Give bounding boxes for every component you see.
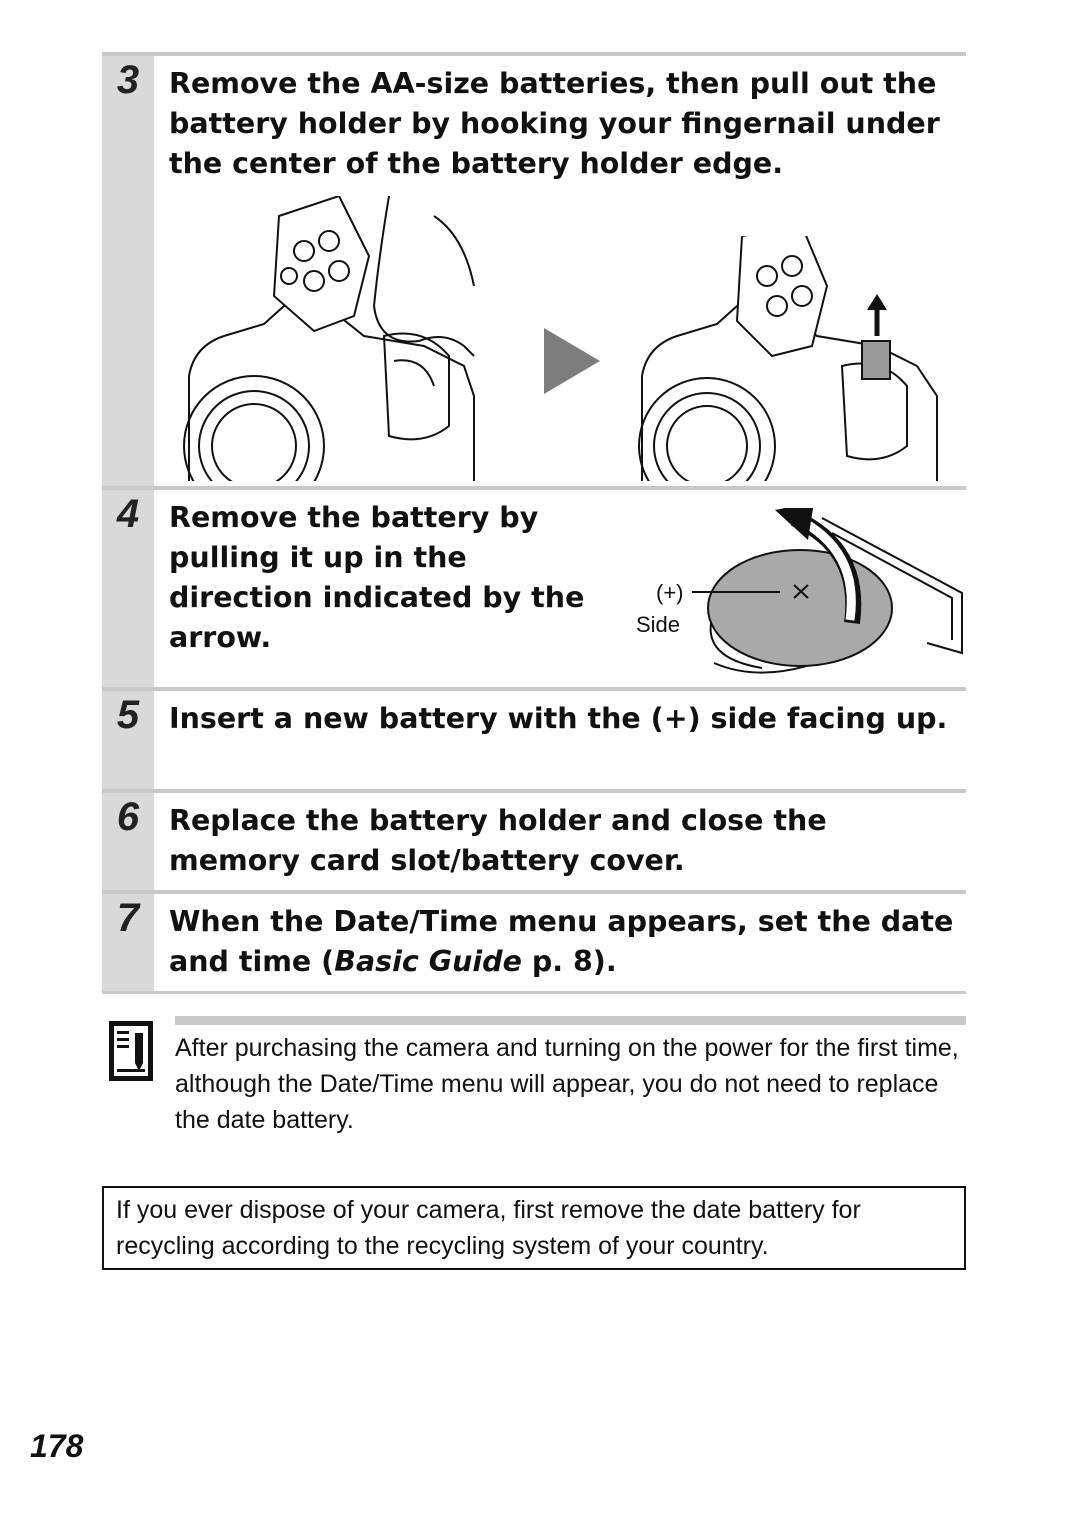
plus-label: (+) — [656, 580, 684, 605]
step-title: Remove the AA-size batteries, then pull … — [169, 67, 940, 180]
step-title-text: When the Date/Time menu appears, set the… — [169, 905, 954, 978]
basic-guide-reference: Basic Guide — [334, 945, 522, 978]
camera-battery-holder-illustration-right — [638, 236, 938, 481]
page-number: 178 — [30, 1428, 84, 1464]
step-number: 5 — [116, 693, 140, 737]
note-text: After purchasing the camera and turning … — [175, 1034, 959, 1134]
steps-bottom-rule — [102, 991, 966, 994]
step-title: Insert a new battery with the (+) side f… — [169, 702, 948, 735]
arrow-right-icon — [544, 328, 600, 394]
camera-battery-holder-illustration-left — [183, 196, 475, 481]
step-number-column — [102, 490, 154, 687]
step-4: 4 Remove the battery by pulling it up in… — [102, 486, 966, 687]
step-number-column — [102, 894, 154, 991]
step-number-column — [102, 793, 154, 890]
step-title: Remove the battery by pulling it up in t… — [169, 501, 585, 654]
step-5: 5 Insert a new battery with the (+) side… — [102, 687, 966, 789]
step-7: 7 When the Date/Time menu appears, set t… — [102, 890, 966, 991]
step-number: 7 — [116, 896, 140, 940]
note-header-bar — [175, 1016, 966, 1025]
recycling-notice-text: If you ever dispose of your camera, firs… — [116, 1196, 861, 1260]
steps-list: 3 Remove the AA-size batteries, then pul… — [102, 52, 966, 994]
step-number-column — [102, 56, 154, 486]
step-6: 6 Replace the battery holder and close t… — [102, 789, 966, 890]
memo-note-icon — [109, 1021, 153, 1081]
coin-battery-removal-illustration: (+) Side — [636, 508, 963, 674]
step-title: Replace the battery holder and close the… — [169, 804, 827, 877]
recycling-notice-box: If you ever dispose of your camera, firs… — [102, 1186, 966, 1270]
step-title: When the Date/Time menu appears, set the… — [169, 894, 958, 982]
step-number: 6 — [116, 795, 140, 839]
side-label: Side — [636, 612, 680, 637]
step-number: 3 — [116, 58, 140, 102]
step-3: 3 Remove the AA-size batteries, then pul… — [102, 52, 966, 486]
step-title-text-end: p. 8). — [521, 945, 617, 978]
step-number-column — [102, 691, 154, 789]
step-number: 4 — [116, 492, 140, 536]
